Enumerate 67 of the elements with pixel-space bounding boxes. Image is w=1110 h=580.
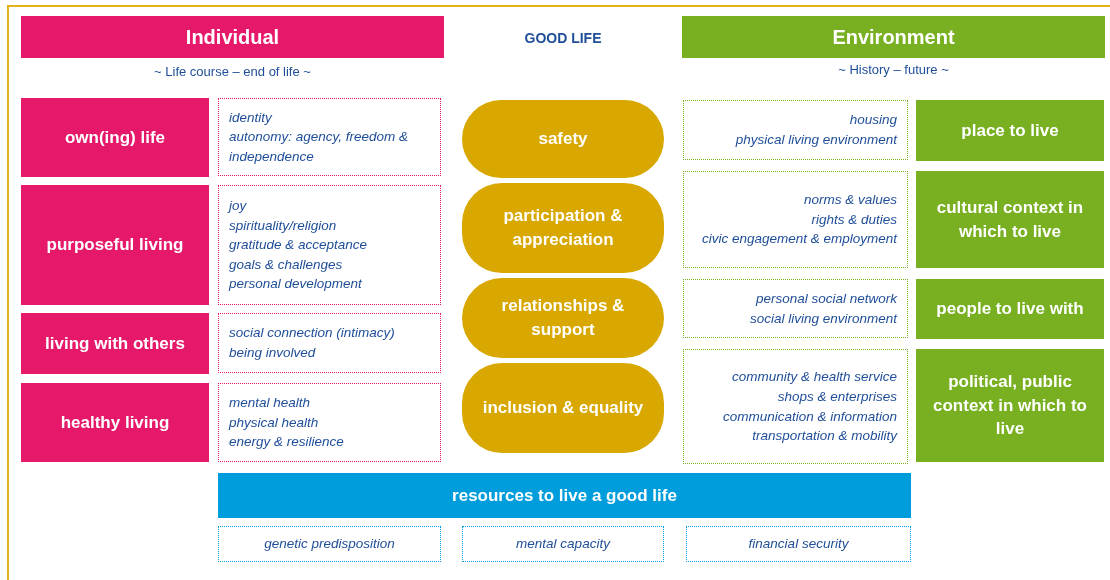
item-text: personal social network <box>754 289 897 308</box>
item-text: housing <box>848 111 897 130</box>
domain-box <box>916 100 1104 161</box>
domain-box <box>916 349 1104 462</box>
box-title: people to live with <box>936 298 1084 321</box>
domain-box <box>21 313 209 374</box>
item-text: norms & values <box>802 191 897 210</box>
subtitle-text: ~ Life course – end of life ~ <box>153 64 312 79</box>
resources-bar <box>218 473 911 518</box>
box-title: cultural context in which to live <box>935 196 1085 243</box>
item-text: goals & challenges <box>229 255 344 274</box>
box-title: purposeful living <box>46 234 184 257</box>
item-text: being involved <box>229 344 317 362</box>
box-title: relationships & support <box>500 295 626 341</box>
aspect-box <box>683 171 908 268</box>
item-text: communication & information <box>721 407 897 426</box>
item-text: spirituality/religion <box>229 216 338 235</box>
box-title: inclusion & equality <box>482 397 644 420</box>
item-text: mental health <box>229 394 312 413</box>
item-text: gratitude & acceptance <box>229 236 369 255</box>
item-text: physical health <box>229 413 320 432</box>
item-text: social connection (intimacy) <box>229 324 396 343</box>
domain-box <box>916 171 1104 268</box>
item-text: personal development <box>229 275 363 294</box>
item-text: shops & enterprises <box>776 387 897 406</box>
aspect-box <box>683 279 908 338</box>
domain-box <box>21 383 209 462</box>
box-title: own(ing) life <box>64 126 166 149</box>
item-text: financial security <box>747 535 850 554</box>
item-text: rights & duties <box>810 210 897 229</box>
item-text: physical living environment <box>734 131 897 149</box>
domain-box <box>21 185 209 305</box>
diagram-title: GOOD LIFE <box>523 30 603 46</box>
category-header <box>21 16 444 58</box>
resource-box <box>462 526 664 562</box>
aspect-box <box>683 349 908 464</box>
item-text: joy <box>229 197 248 216</box>
item-text: energy & resilience <box>229 433 345 452</box>
aspect-box <box>218 98 441 176</box>
item-text: mental capacity <box>515 535 612 554</box>
domain-box <box>916 279 1104 339</box>
item-text: community & health service <box>730 368 897 387</box>
aspect-box <box>218 185 441 305</box>
domain-box <box>21 98 209 177</box>
item-text: social living environment <box>748 309 897 328</box>
item-text: identity <box>229 108 273 127</box>
item-text: genetic predisposition <box>263 535 396 554</box>
box-title: participation & appreciation <box>502 205 624 251</box>
aspect-box <box>218 313 441 373</box>
subtitle-text: ~ History – future ~ <box>837 62 950 77</box>
item-text: transportation & mobility <box>751 427 897 446</box>
value-pill <box>462 183 664 273</box>
aspect-box <box>683 100 908 160</box>
resource-box <box>218 526 441 562</box>
box-title: place to live <box>961 119 1059 142</box>
box-title: political, public context in which to live <box>932 370 1088 441</box>
resource-box <box>686 526 911 562</box>
box-title: Environment <box>832 25 955 50</box>
box-title: living with others <box>45 332 185 355</box>
box-title: healthy living <box>60 411 170 434</box>
aspect-box <box>218 383 441 462</box>
item-text: civic engagement & employment <box>700 230 897 249</box>
box-title: Individual <box>185 25 280 50</box>
item-text: autonomy: agency, freedom & independence <box>229 128 410 166</box>
category-header <box>682 16 1105 58</box>
box-title: safety <box>538 128 588 151</box>
box-title: resources to live a good life <box>452 484 677 507</box>
